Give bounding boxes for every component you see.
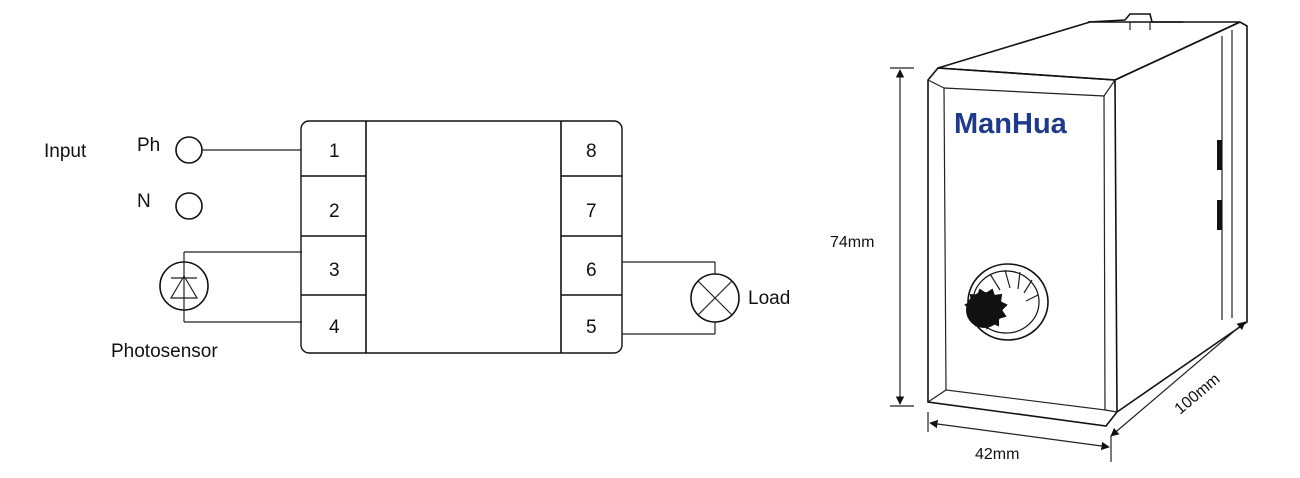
ph-label: Ph (137, 135, 160, 156)
terminal-1: 1 (329, 141, 340, 162)
n-terminal-icon (175, 192, 203, 220)
photosensor-label: Photosensor (111, 341, 218, 362)
device-side-face (1114, 21, 1248, 413)
load-lamp-icon (622, 261, 740, 335)
brand-logo: ManHua (954, 108, 1068, 140)
terminal-3: 3 (329, 260, 340, 281)
n-label: N (137, 191, 151, 212)
terminal-4: 4 (329, 317, 340, 338)
device-drawing: ManHua 74mm 42mm 100mm (830, 13, 1248, 463)
top-clip (1087, 13, 1183, 23)
photosensor-icon (159, 251, 302, 323)
width-dimension-label: 42mm (975, 446, 1019, 463)
height-dimension-label: 74mm (830, 234, 874, 251)
input-label: Input (44, 141, 87, 162)
terminal-5: 5 (586, 317, 597, 338)
terminal-2: 2 (329, 201, 340, 222)
terminal-8: 8 (586, 141, 597, 162)
adjustment-knob[interactable] (964, 263, 1049, 341)
relay-module (300, 120, 623, 354)
ph-terminal-icon (175, 136, 203, 164)
load-label: Load (748, 288, 790, 309)
terminal-6: 6 (586, 260, 597, 281)
terminal-7: 7 (586, 201, 597, 222)
depth-dimension-line (1110, 321, 1246, 437)
wiring-diagram: Input Ph N 1 2 3 4 8 7 6 5 (44, 120, 790, 362)
width-dimension-line (929, 419, 1110, 451)
